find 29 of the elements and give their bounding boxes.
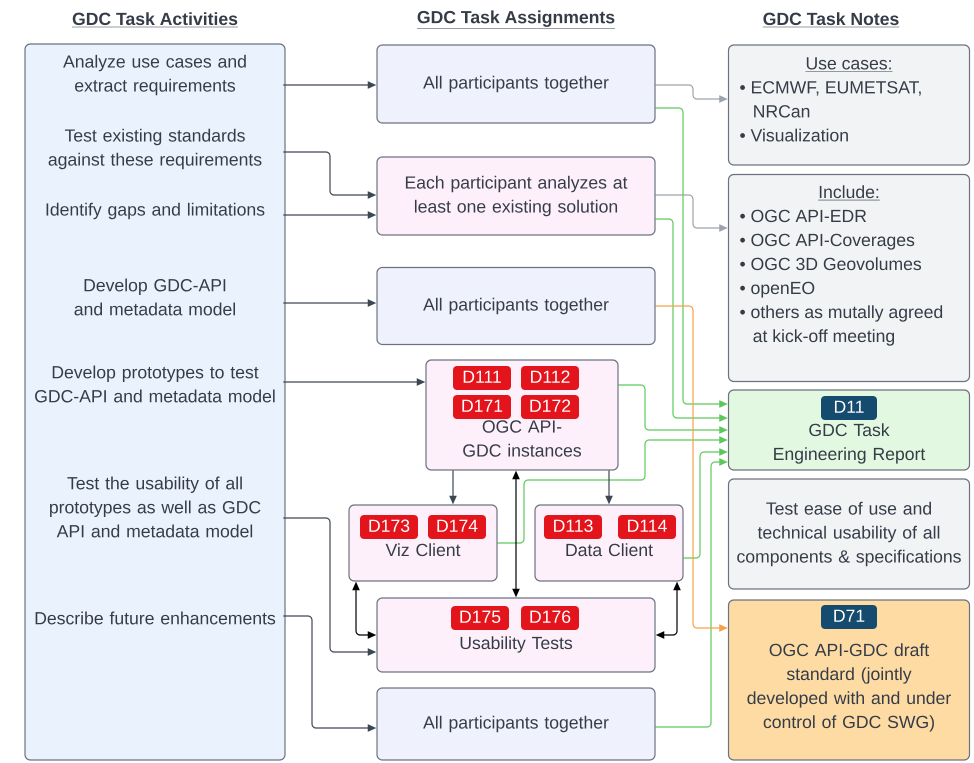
note-box: Use cases: • ECMWF, EUMETSAT, NRCan • Visualization — [728, 44, 970, 166]
process-box: All participants together — [376, 44, 656, 124]
activity-text: Analyze use cases and extract requirements — [63, 54, 246, 96]
deliverable-badge: D172 — [521, 395, 579, 419]
activity-text: Develop GDC-API and metadata model — [74, 278, 235, 316]
column-heading: GDC Task Assignments — [416, 10, 616, 30]
process-box: Test ease of use and technical usability of all components & specifications — [728, 478, 970, 590]
deliverable-badge: D112 — [521, 366, 579, 390]
process-box: All participants together — [376, 687, 656, 761]
deliverable-badge: D11 — [821, 396, 877, 420]
process-box: Each participant analyzes at least one existing solution — [376, 156, 656, 236]
deliverable-badge: D173 — [360, 515, 418, 539]
deliverable-badge: D176 — [521, 606, 579, 630]
deliverable-badge: D71 — [821, 605, 877, 629]
activity-text: Describe future enhancements — [36, 612, 276, 624]
activity-text: Test the usability of all prototypes as well as GDC API and metadata model — [50, 476, 260, 538]
note-box: Include: • OGC API-EDR • OGC API-Coverages • OGC 3D Geovolumes • openEO • others as mutally agreed at kick-off meeting — [728, 174, 970, 382]
activity-text: Test existing standards against these requirements — [48, 128, 262, 170]
activity-text: Identify gaps and limitations — [46, 202, 264, 220]
activity-text: Develop prototypes to test GDC-API and metadata model — [35, 366, 275, 402]
deliverable-badge: D174 — [428, 515, 486, 539]
deliverable-badge: D175 — [451, 606, 509, 630]
deliverable-badge: D113 — [544, 515, 602, 539]
deliverable-badge: D111 — [453, 366, 511, 390]
deliverable-badge: D114 — [618, 515, 676, 539]
column-heading: GDC Task Notes — [762, 12, 900, 28]
process-box: All participants together — [376, 266, 656, 346]
deliverable-badge: D171 — [453, 395, 511, 419]
node-label: GDC Task Activities — [72, 12, 238, 26]
